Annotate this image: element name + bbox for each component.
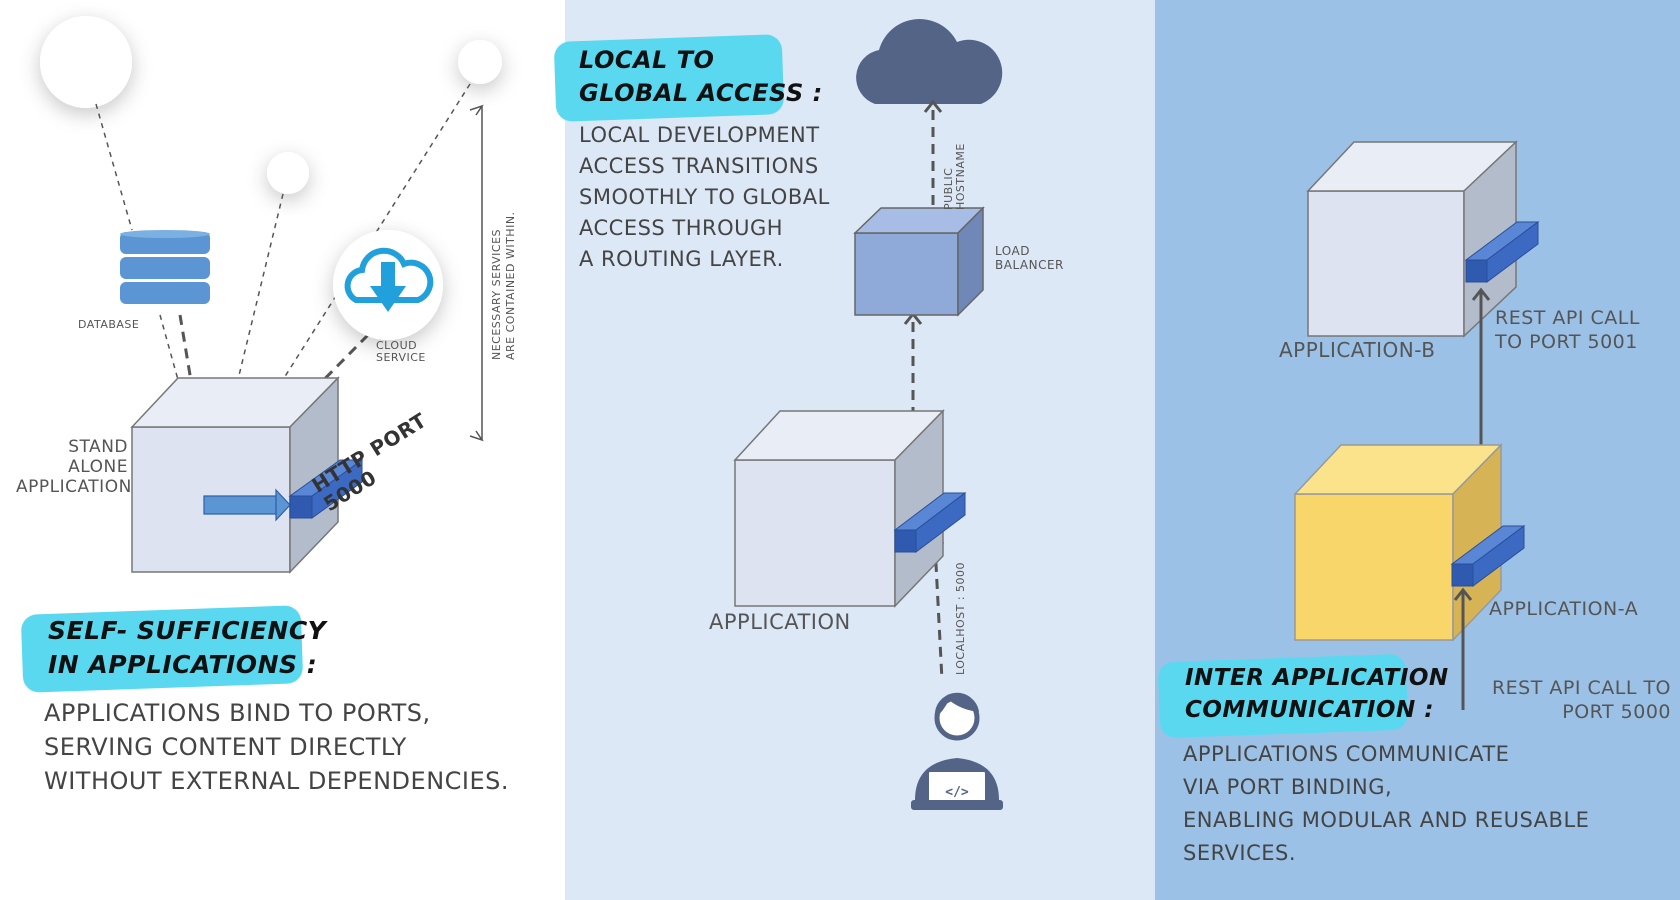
application-b-label: APPLICATION-B (1279, 338, 1436, 362)
floating-circle-small (267, 152, 309, 194)
standalone-app-label: STAND ALONE APPLICATION (16, 437, 132, 497)
localhost-label: LOCALHOST : 5000 (954, 561, 967, 675)
panel-local-to-global: </> LOCAL TO GLOBAL ACCESS : LOCAL DEVEL… (553, 0, 1155, 900)
self-sufficiency-title: SELF- SUFFICIENCY IN APPLICATIONS : (48, 616, 327, 679)
application-b-cube (1306, 140, 1518, 338)
cloud-service-label: CLOUD SERVICE (376, 339, 426, 364)
load-balancer-cube (853, 206, 985, 317)
database-label: DATABASE (78, 318, 140, 331)
self-sufficiency-body: APPLICATIONS BIND TO PORTS, SERVING CONT… (44, 699, 510, 795)
local-to-global-body: LOCAL DEVELOPMENT ACCESS TRANSITIONS SMO… (579, 123, 830, 271)
application-a-port (1450, 525, 1526, 587)
necessary-services-note: NECESSARY SERVICES ARE CONTAINED WITHIN. (490, 211, 517, 360)
panel-inter-application: APPLICATION-B REST API CALL TO PORT 5001… (1155, 0, 1680, 900)
application-b-port (1464, 221, 1540, 283)
vertical-bracket-arrow (469, 104, 484, 442)
svg-text:</>: </> (945, 785, 969, 800)
rest-call-5001-label: REST API CALL TO PORT 5001 (1495, 307, 1640, 353)
floating-circle-right (458, 40, 502, 84)
application-label: APPLICATION (709, 610, 851, 634)
database-icon (120, 230, 210, 304)
inbound-arrow (203, 488, 291, 522)
panel-2-drawing: </> (733, 18, 1003, 810)
application-a-cube (1293, 443, 1503, 642)
inter-application-body: APPLICATIONS COMMUNICATE VIA PORT BINDIN… (1183, 742, 1590, 865)
public-hostname-label: PUBLIC HOSTNAME (942, 143, 967, 210)
application-port-block (893, 491, 967, 554)
application-cube (733, 409, 945, 608)
rest-call-5000-label: REST API CALL TO PORT 5000 (1491, 677, 1671, 723)
load-balancer-label: LOAD BALANCER (995, 244, 1064, 272)
floating-circle-large (40, 16, 132, 108)
developer-icon: </> (911, 692, 1003, 810)
cloud-download-icon (333, 230, 443, 340)
panel-self-sufficiency: DATABASE CLOUD SERVICE STAND ALONE APPLI… (0, 0, 565, 900)
panel-3-drawing (1293, 140, 1540, 710)
application-a-label: APPLICATION-A (1489, 598, 1639, 620)
panel-1-drawing (40, 16, 502, 574)
standalone-application-cube (130, 376, 340, 574)
inter-application-title: INTER APPLICATION COMMUNICATION : (1185, 665, 1449, 723)
cloud-icon (856, 18, 1003, 104)
http-port-block (288, 459, 364, 519)
local-to-global-title: LOCAL TO GLOBAL ACCESS : (579, 46, 823, 107)
